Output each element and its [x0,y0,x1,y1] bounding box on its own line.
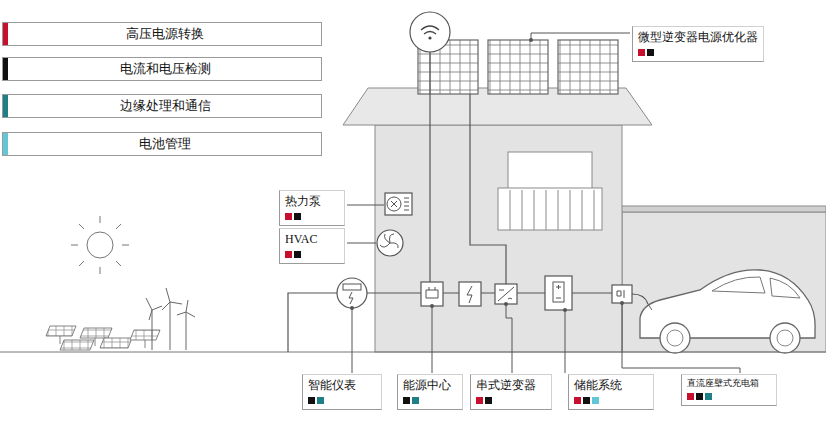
label-box: 热力泵 [279,190,345,226]
category-square [592,397,599,404]
category-marks [403,397,457,405]
category-marks [285,213,339,221]
category-square [476,397,483,404]
category-square [294,213,301,220]
legend-text: 电流和电压检测 [3,58,321,80]
category-marks [687,393,771,401]
category-square [647,49,654,56]
category-square [638,49,645,56]
label-box: 能源中心 [397,374,463,410]
category-square [574,397,581,404]
category-square [705,393,712,400]
label-text: 储能系统 [574,378,648,393]
label-text: 串式逆变器 [476,378,546,393]
label-box: 直流座壁式充电箱 [681,374,777,406]
label-text: 热力泵 [285,194,339,209]
label-box: HVAC [279,228,345,264]
legend-entry: 边缘处理和通信 [2,94,322,118]
legend-swatch [3,133,8,155]
category-marks [476,397,546,405]
label-box: 串式逆变器 [470,374,552,410]
label-text: 能源中心 [403,378,457,393]
legend-text: 高压电源转换 [3,23,321,45]
category-square [317,397,324,404]
category-square [285,213,292,220]
category-square [294,251,301,258]
category-marks [638,49,758,57]
category-square [308,397,315,404]
label-text: 微型逆变器电源优化器 [638,30,758,45]
category-marks [308,397,376,405]
label-text: 智能仪表 [308,378,376,393]
legend-text: 电池管理 [3,133,321,155]
label-text: 直流座壁式充电箱 [687,378,771,389]
label-box: 储能系统 [568,374,654,410]
category-marks [285,251,339,259]
category-square [412,397,419,404]
category-square [285,251,292,258]
category-square [583,397,590,404]
label-text: HVAC [285,232,339,247]
category-square [485,397,492,404]
legend-swatch [3,58,8,80]
legend-entry: 电池管理 [2,132,322,156]
category-square [403,397,410,404]
legend-swatch [3,23,8,45]
legend-entry: 高压电源转换 [2,22,322,46]
category-square [687,393,694,400]
label-box: 智能仪表 [302,374,382,410]
legend-swatch [3,95,8,117]
category-marks [574,397,648,405]
category-square [696,393,703,400]
label-box: 微型逆变器电源优化器 [632,26,764,62]
legend-entry: 电流和电压检测 [2,57,322,81]
legend-text: 边缘处理和通信 [3,95,321,117]
